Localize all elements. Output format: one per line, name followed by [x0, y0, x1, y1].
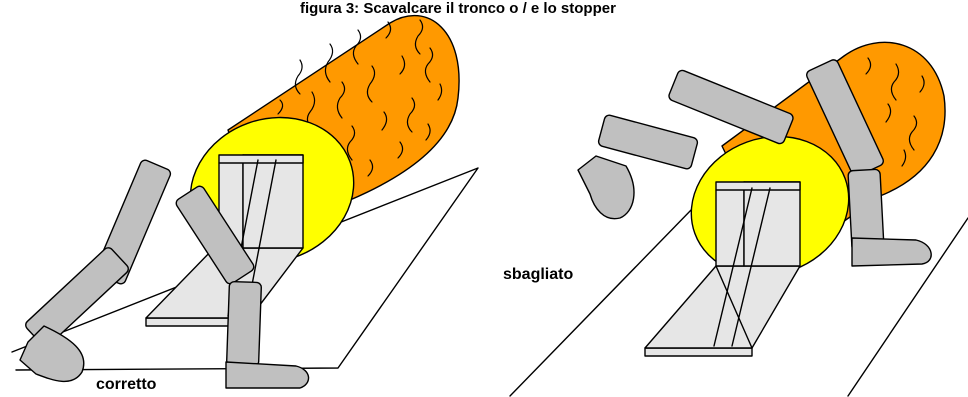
- leg-far-left: [20, 159, 172, 382]
- label-correct: corretto: [96, 376, 156, 394]
- stopper-right: [645, 182, 800, 356]
- scene-wrong: [510, 42, 968, 396]
- scene-correct: [12, 16, 478, 388]
- label-wrong: sbagliato: [503, 266, 573, 284]
